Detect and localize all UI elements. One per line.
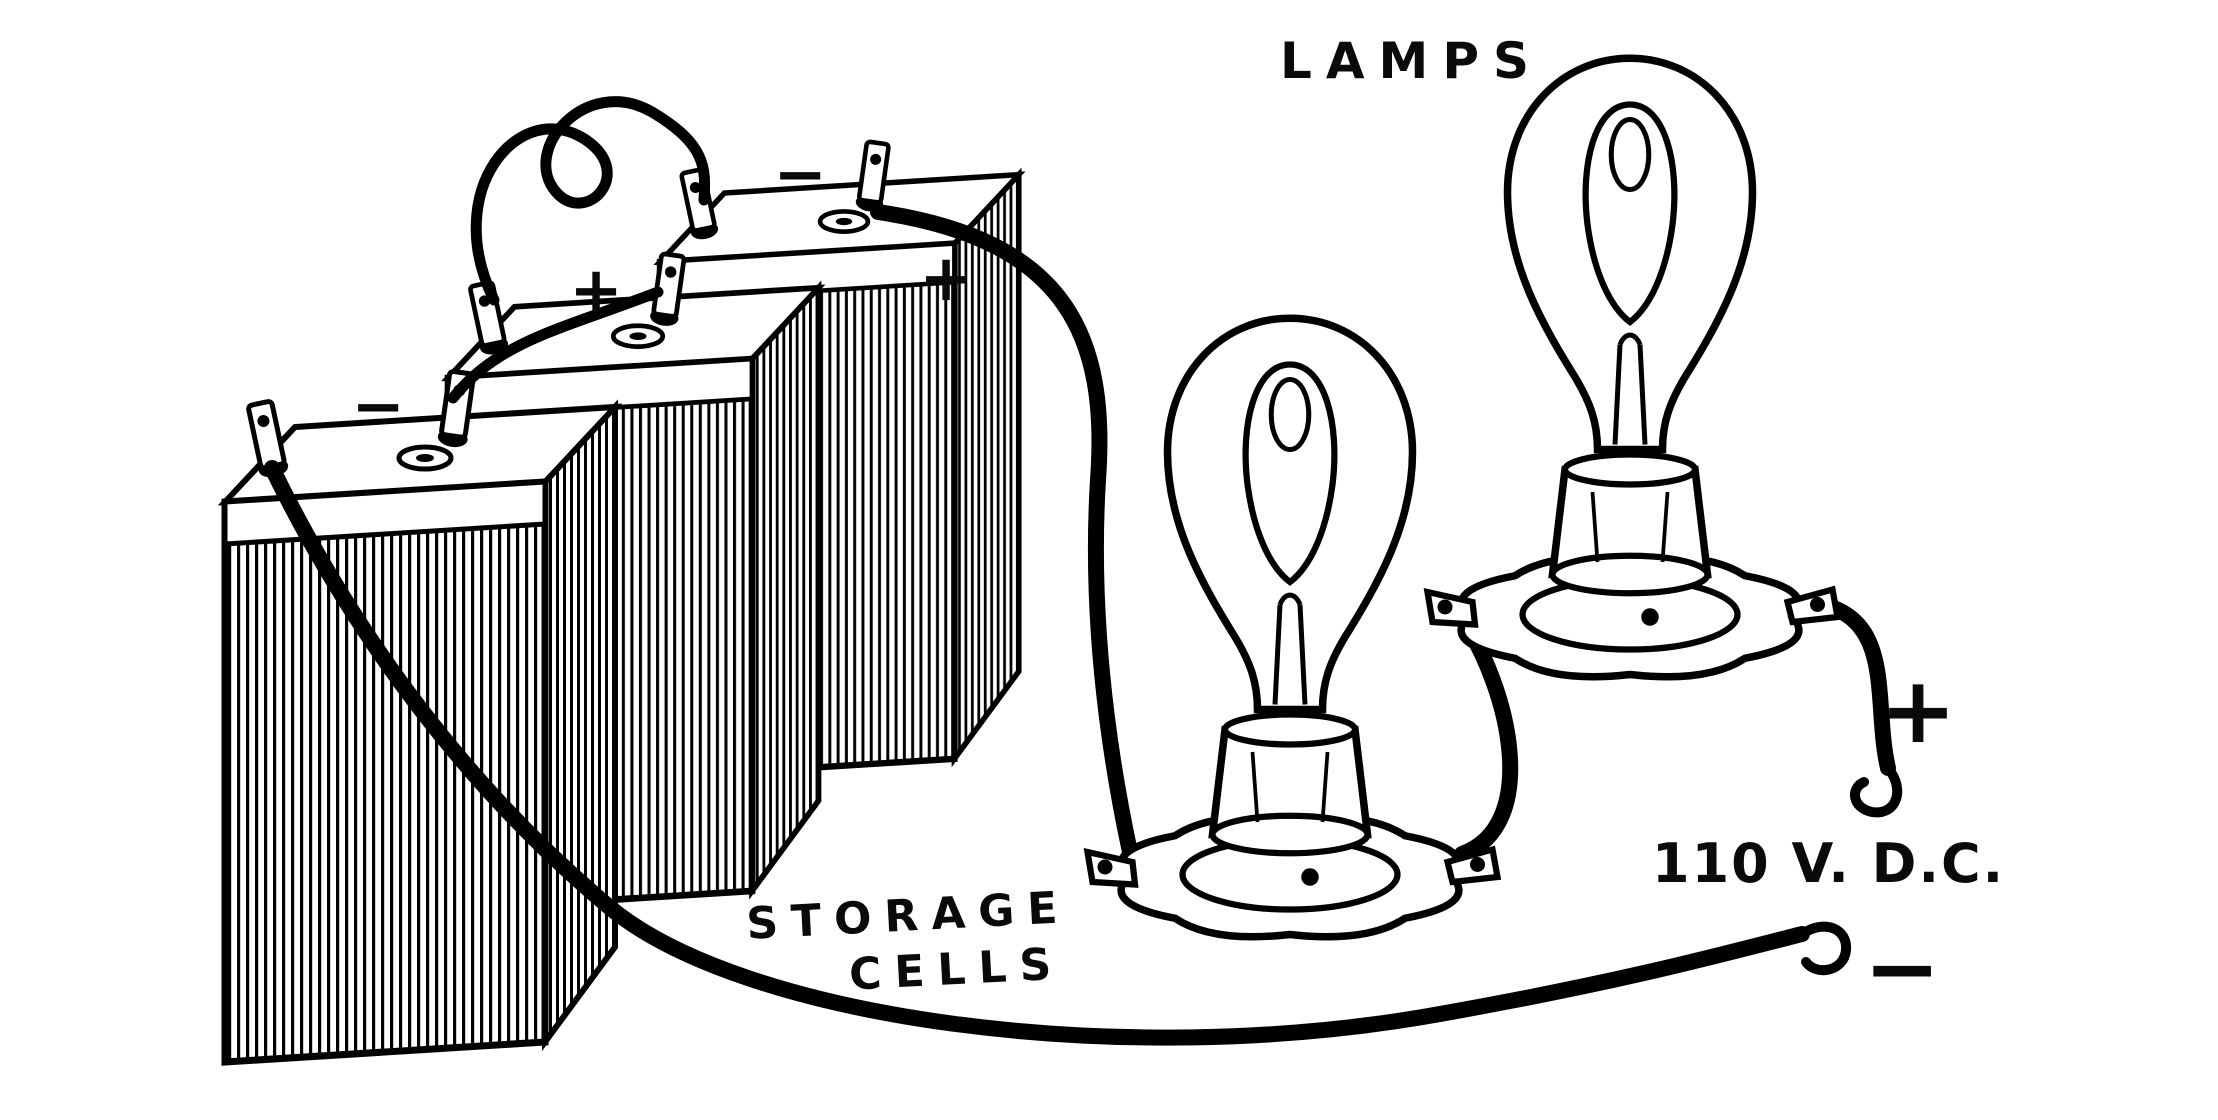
wire-hook-plus (1850, 763, 1903, 818)
cell3-terminal-sign-minus: − (773, 138, 827, 212)
lamp-1 (1088, 318, 1498, 937)
cell1-terminal-sign: − (351, 370, 405, 444)
cell2-terminal-sign: + (569, 254, 623, 328)
cell3-terminal-sign-plus: + (919, 242, 973, 316)
jumper-loop-cell2-cell3 (470, 96, 711, 306)
supply-minus-sign: − (1863, 915, 1940, 1022)
wire-lamp2-to-supply-plus (1800, 594, 1896, 776)
jumper-strap-cell1-cell2 (447, 286, 664, 404)
supply-plus-sign: + (1879, 657, 1956, 764)
wire-hook-minus (1797, 921, 1852, 975)
lamp-2 (1428, 58, 1838, 677)
label-storage-line2: CELLS (848, 938, 1065, 1000)
label-supply-voltage: 110 V. D.C. (1652, 832, 2005, 895)
wire-negative-lead (264, 460, 1810, 1046)
label-lamps: LAMPS (1280, 32, 1543, 90)
wire-cell3-to-lamp1 (870, 204, 1138, 860)
